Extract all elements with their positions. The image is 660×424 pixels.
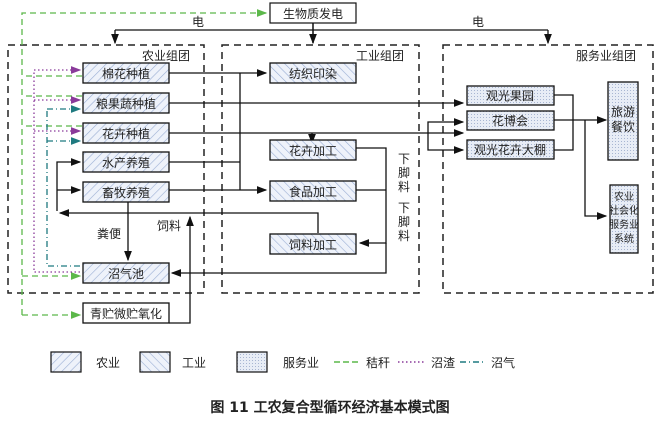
ind-group-frame (221, 44, 420, 294)
node-textile (269, 62, 357, 84)
node-social-label-1: 农业 (614, 190, 634, 203)
legend-swatch-ind (139, 351, 171, 373)
flow-lines (56, 69, 606, 324)
node-livestock-label: 畜牧养殖 (102, 185, 150, 200)
node-greenhouse-label: 观光花卉大棚 (474, 142, 546, 157)
node-grain-label: 粮果蔬种植 (96, 96, 156, 111)
node-feed-proc (269, 233, 357, 255)
node-social-label-4: 系统 (614, 232, 634, 245)
agri-group-title: 农业组团 (142, 49, 190, 63)
edge-label-feed: 饲料 (157, 219, 181, 233)
edge-label-scraps2: 下 脚 料 (398, 201, 410, 243)
node-textile-label: 纺织印染 (289, 66, 337, 81)
legend-label-serv: 服务业 (283, 355, 319, 370)
legend-label-straw: 秸秆 (366, 356, 390, 370)
node-greenhouse (466, 139, 555, 160)
legend-swatch-serv (236, 351, 268, 373)
node-flower-plant-label: 花卉种植 (102, 126, 150, 141)
elec-label-left: 电 (192, 15, 204, 29)
legend-label-biogas: 沼气 (491, 355, 515, 370)
node-tourism (607, 81, 639, 161)
legend-label-ind: 工业 (182, 356, 206, 370)
ind-nodes: 纺织印染 花卉加工 食品加工 饲料加工 (269, 62, 357, 255)
node-cotton-label: 棉花种植 (102, 66, 150, 81)
serv-group-frame (442, 44, 654, 294)
elec-label-right: 电 (472, 15, 484, 29)
node-aquaculture-label: 水产养殖 (102, 155, 150, 170)
ind-group-title: 工业组团 (356, 49, 404, 63)
legend-label-agri: 农业 (96, 356, 120, 370)
node-social-service (609, 184, 639, 254)
node-silage (82, 302, 170, 324)
node-feed-proc-label: 饲料加工 (289, 238, 337, 252)
svg-text:料: 料 (398, 229, 410, 243)
straw-lines (21, 9, 268, 319)
serv-group-title: 服务业组团 (576, 48, 636, 63)
node-social-label-3: 服务业 (609, 218, 639, 231)
legend: 农业 工业 服务业 秸秆 沼渣 沼气 (50, 351, 515, 373)
agri-group-frame (7, 44, 205, 294)
node-tourism-label-2: 餐饮 (611, 119, 635, 134)
node-social-label-2: 社会化 (609, 204, 639, 217)
node-food-proc (269, 180, 357, 202)
node-power-plant-label: 生物质发电 (283, 6, 343, 21)
svg-text:下: 下 (398, 201, 410, 215)
svg-text:料: 料 (398, 180, 410, 194)
figure-caption: 图 11 工农复合型循环经济基本模式图 (210, 399, 449, 416)
svg-text:脚: 脚 (398, 214, 410, 229)
node-livestock (82, 181, 170, 203)
biogas-lines (46, 105, 82, 267)
node-tourism-label-1: 旅游 (611, 105, 635, 119)
serv-nodes: 观光果园 花博会 观光花卉大棚 旅游 餐饮 农业 社会化 服务业 系统 (466, 81, 639, 254)
svg-text:脚: 脚 (398, 165, 410, 180)
node-flower-expo-label: 花博会 (492, 113, 528, 128)
node-flower-proc-label: 花卉加工 (289, 143, 337, 158)
agri-nodes: 棉花种植 粮果蔬种植 花卉种植 水产养殖 畜牧养殖 沼气池 (82, 62, 170, 284)
edge-label-scraps1: 下 脚 料 (398, 152, 410, 194)
node-orchard-label: 观光果园 (486, 89, 534, 103)
legend-label-residue: 沼渣 (431, 356, 455, 370)
node-biogas-pit (82, 262, 170, 284)
node-flower-expo (466, 110, 555, 131)
node-orchard (466, 85, 555, 106)
edge-label-manure: 粪便 (97, 227, 121, 241)
node-food-proc-label: 食品加工 (289, 184, 337, 199)
legend-swatch-agri (50, 351, 82, 373)
svg-text:下: 下 (398, 152, 410, 166)
node-silage-label: 青贮微贮氧化 (90, 306, 162, 321)
node-flower-proc (269, 139, 357, 161)
node-biogas-pit-label: 沼气池 (108, 266, 144, 281)
residue-lines (33, 66, 82, 273)
